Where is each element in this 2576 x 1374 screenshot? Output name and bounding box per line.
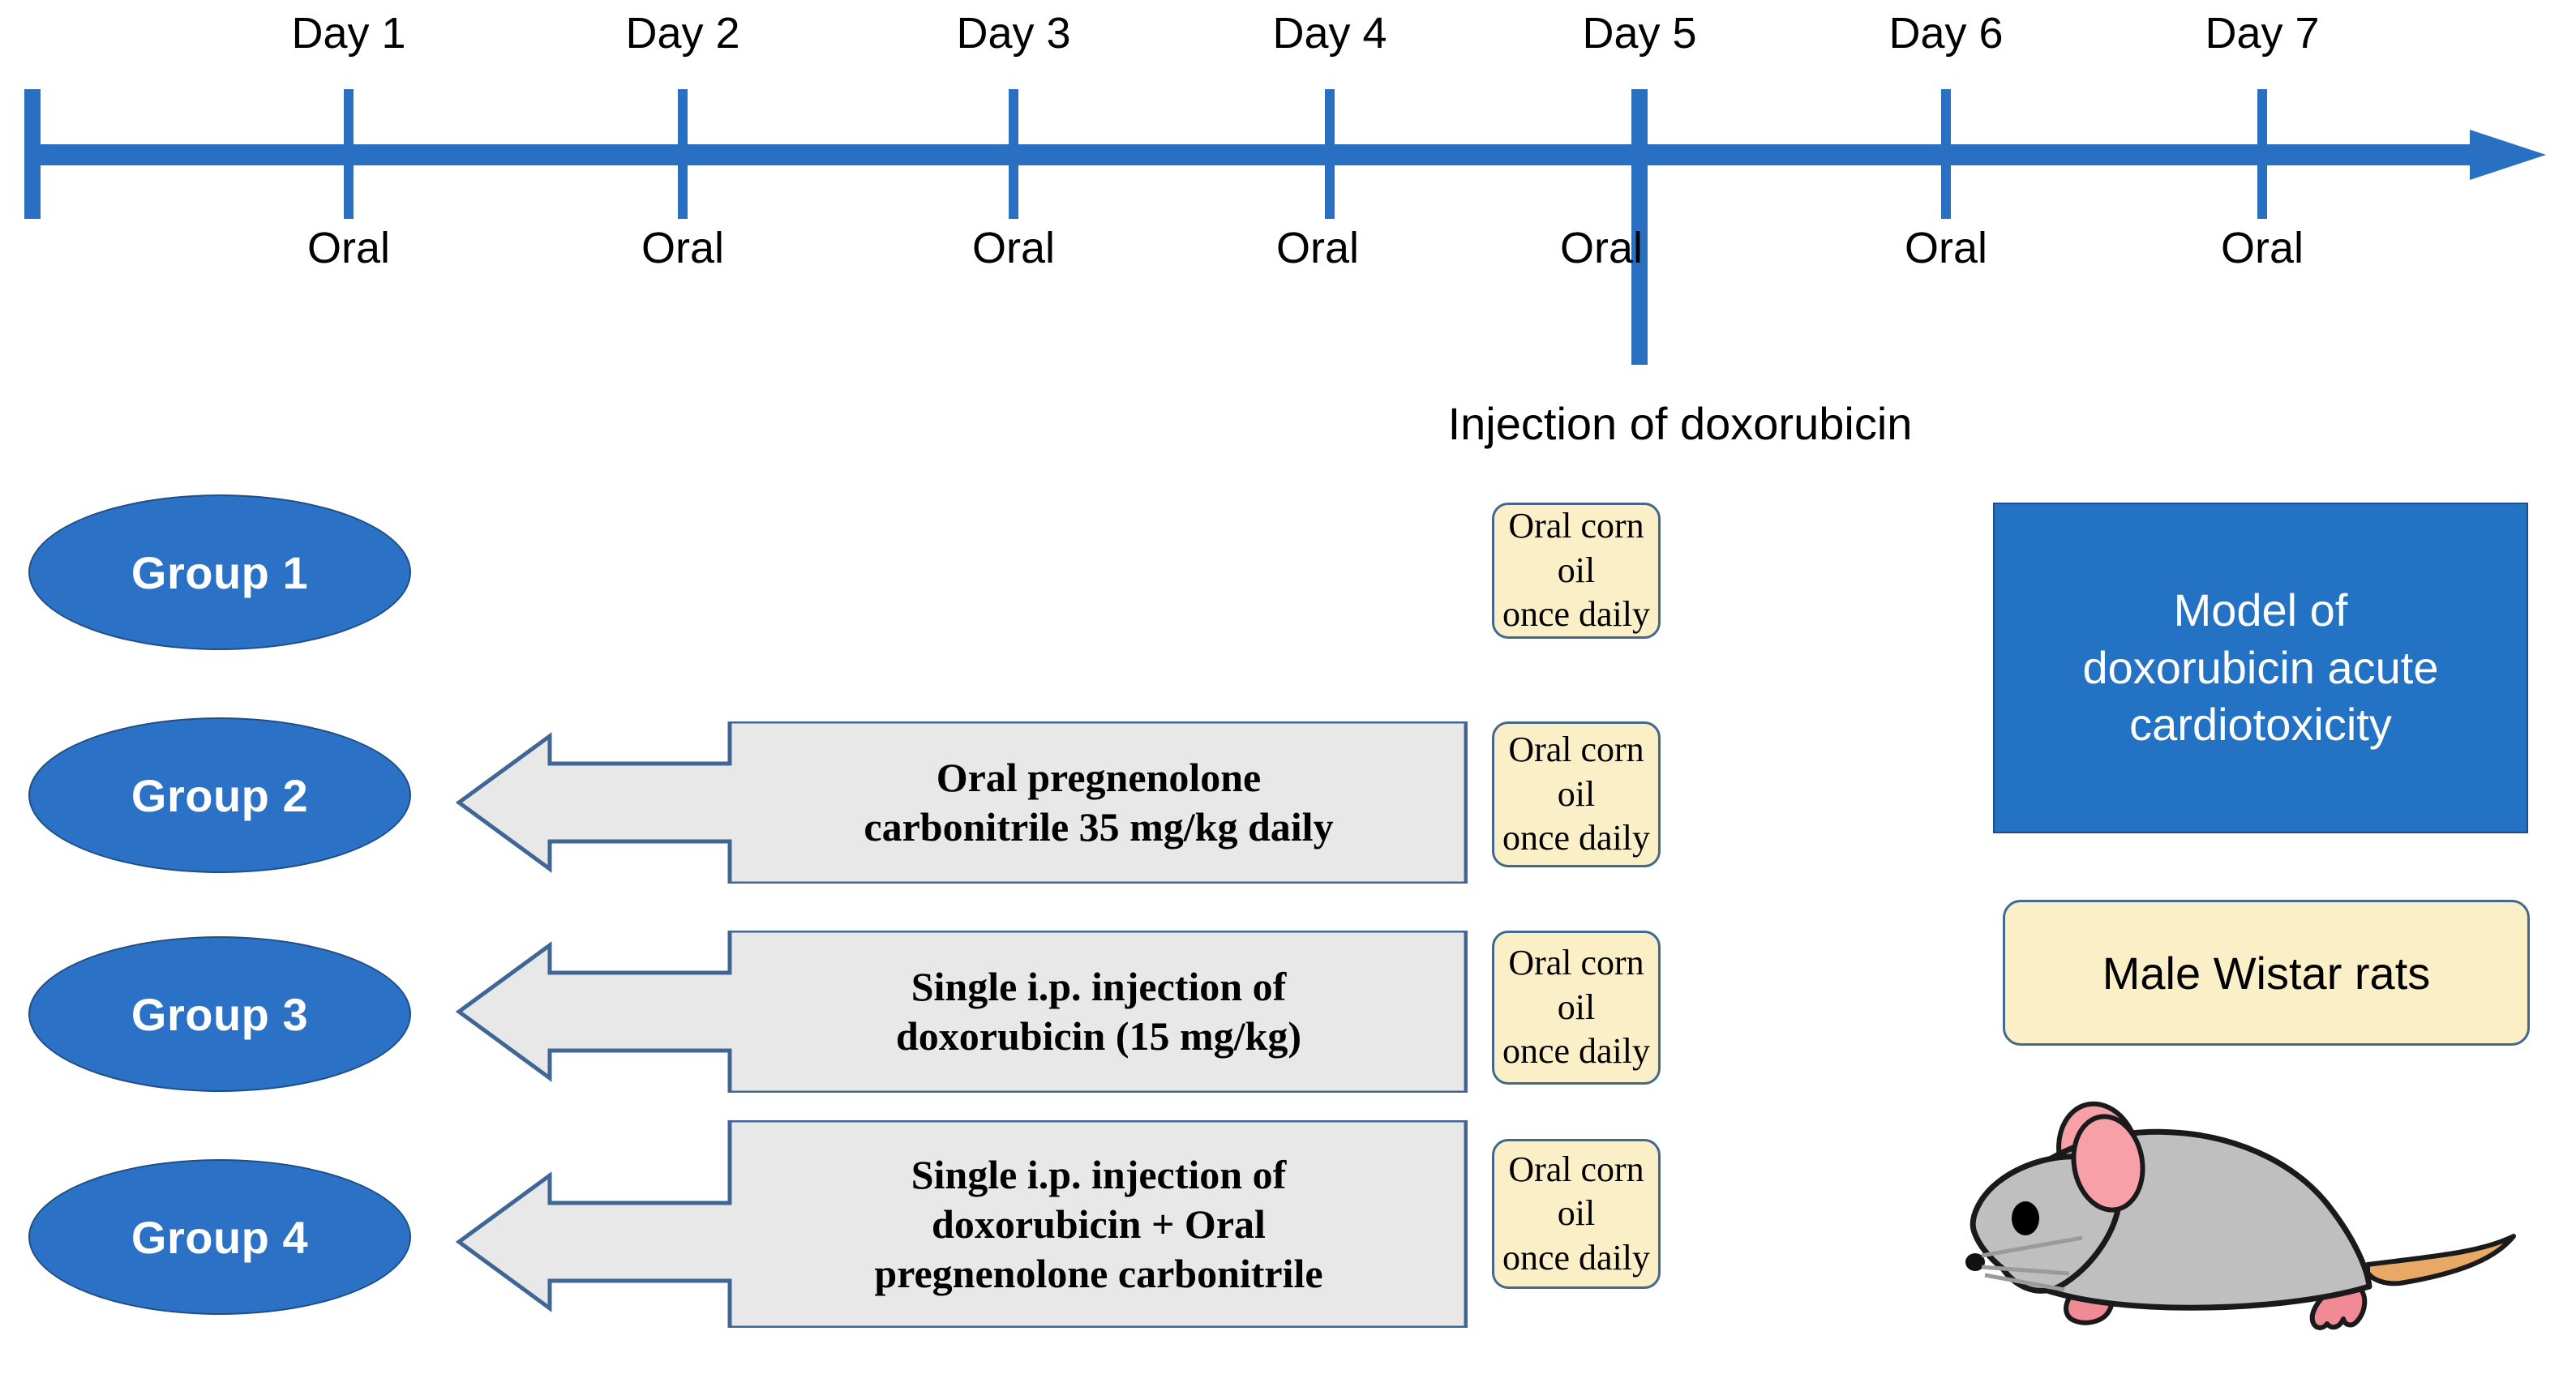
- day-label-3: Day 3: [956, 9, 1071, 58]
- treatment-arrow-2: Oral pregnenolone carbonitrile 35 mg/kg …: [454, 721, 1468, 884]
- day-label-1: Day 1: [291, 9, 406, 58]
- day-label-7: Day 7: [2205, 9, 2320, 58]
- group-label-4: Group 4: [131, 1211, 309, 1263]
- treatment-text-3: Single i.p. injection of doxorubicin (15…: [895, 964, 1302, 1059]
- corn-oil-text-3: Oral corn oil once daily: [1502, 943, 1651, 1072]
- treatment-text-2: Oral pregnenolone carbonitrile 35 mg/kg …: [864, 755, 1334, 850]
- group-ellipse-1[interactable]: Group 1: [28, 494, 411, 650]
- day-label-2: Day 2: [625, 9, 740, 58]
- treatment-arrow-shape-2: [455, 721, 1468, 884]
- corn-oil-box-4: Oral corn oil once daily: [1492, 1139, 1661, 1289]
- injection-callout-label: Injection of doxorubicin: [1447, 398, 1913, 449]
- corn-oil-box-3: Oral corn oil once daily: [1492, 931, 1661, 1085]
- day-label-6: Day 6: [1888, 9, 2004, 58]
- dose-label-day1: Oral: [306, 224, 391, 272]
- timeline-axis: [24, 89, 2546, 219]
- corn-oil-text-1: Oral corn oil once daily: [1502, 506, 1651, 635]
- day-label-4: Day 4: [1272, 9, 1387, 58]
- corn-oil-text-4: Oral corn oil once daily: [1502, 1149, 1651, 1278]
- dose-label-day6: Oral: [1904, 224, 1988, 272]
- dose-label-day5: Oral: [1559, 224, 1644, 272]
- group-ellipse-3[interactable]: Group 3: [28, 936, 411, 1092]
- treatment-arrow-shape-3: [455, 931, 1468, 1093]
- treatment-arrow-4: Single i.p. injection of doxorubicin + O…: [454, 1120, 1468, 1328]
- animal-model-text: Male Wistar rats: [2102, 947, 2431, 999]
- treatment-text-4: Single i.p. injection of doxorubicin + O…: [874, 1151, 1323, 1296]
- day-label-5: Day 5: [1582, 9, 1697, 58]
- day5-injection-marker: [1631, 89, 1648, 365]
- group-ellipse-2[interactable]: Group 2: [28, 717, 411, 873]
- dose-label-day3: Oral: [971, 224, 1056, 272]
- timeline-graphic: [24, 89, 2546, 365]
- animal-model-box: Male Wistar rats: [2003, 900, 2530, 1046]
- treatment-arrow-shape-4: [455, 1120, 1468, 1328]
- group-label-3: Group 3: [131, 988, 309, 1040]
- model-summary-text: Model of doxorubicin acute cardiotoxicit…: [2082, 584, 2439, 751]
- rat-illustration-icon: [1965, 1101, 2516, 1330]
- timeline-ticks: [344, 89, 2267, 219]
- dose-label-day4: Oral: [1275, 224, 1360, 272]
- corn-oil-box-1: Oral corn oil once daily: [1492, 503, 1661, 639]
- corn-oil-box-2: Oral corn oil once daily: [1492, 721, 1661, 867]
- dose-label-day7: Oral: [2220, 224, 2304, 272]
- corn-oil-text-2: Oral corn oil once daily: [1502, 730, 1651, 858]
- model-summary-box: Model of doxorubicin acute cardiotoxicit…: [1993, 503, 2528, 833]
- treatment-arrow-3: Single i.p. injection of doxorubicin (15…: [454, 931, 1468, 1093]
- group-label-2: Group 2: [131, 769, 309, 821]
- group-ellipse-4[interactable]: Group 4: [28, 1159, 411, 1315]
- group-label-1: Group 1: [131, 546, 309, 598]
- dose-label-day2: Oral: [641, 224, 725, 272]
